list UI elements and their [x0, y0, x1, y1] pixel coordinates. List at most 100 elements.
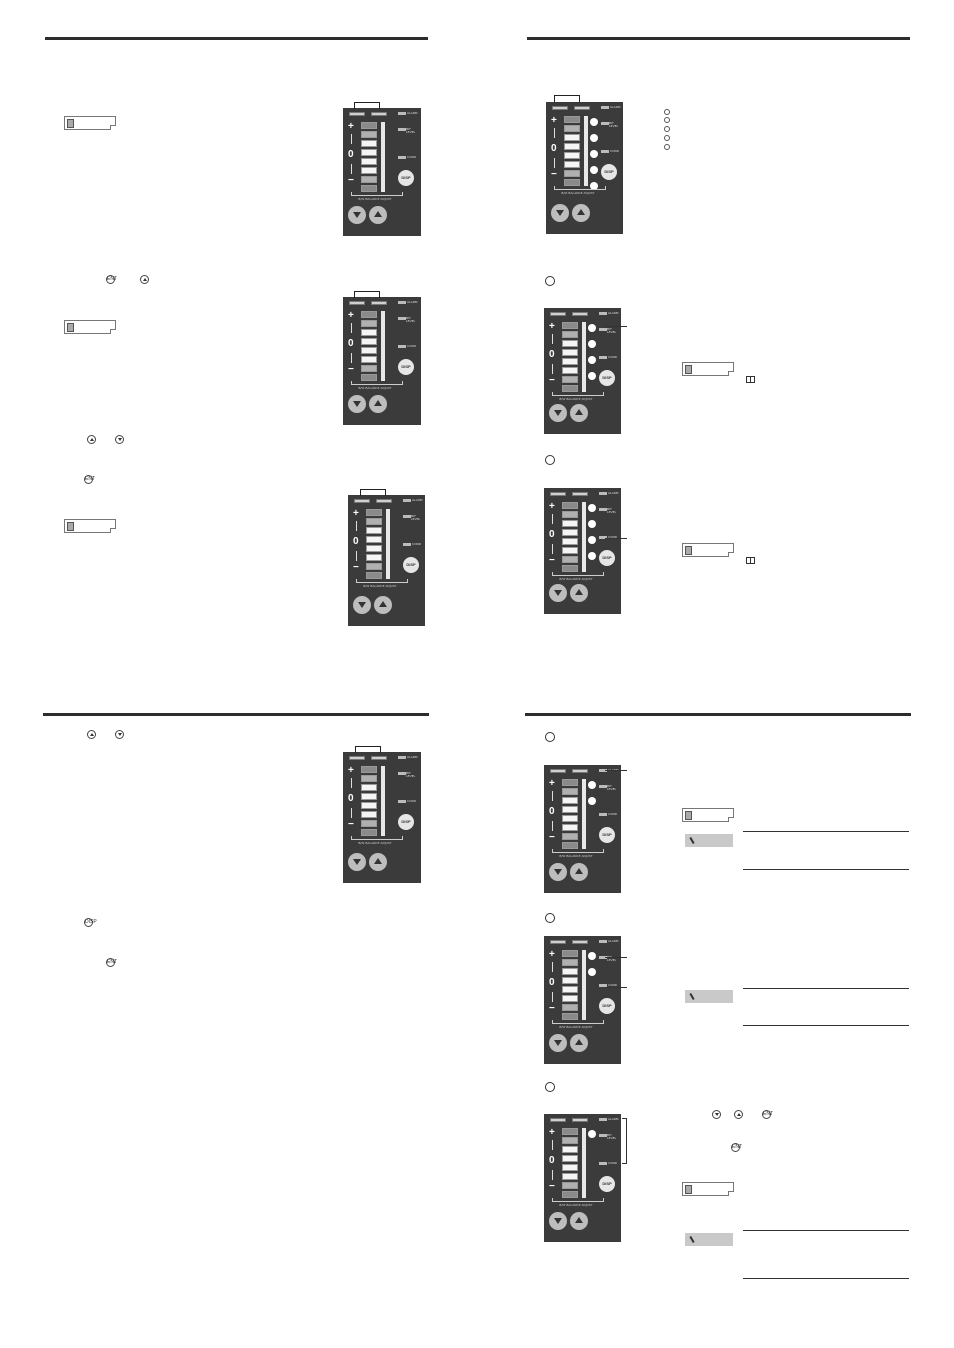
bit-level-label: BIT LEVEL [411, 514, 421, 521]
enter-button-icon: ENT [106, 275, 117, 284]
down-button[interactable] [348, 206, 366, 224]
input-select-indicator [349, 112, 365, 116]
up-button[interactable] [570, 1212, 588, 1230]
level-segment [361, 347, 377, 354]
level-segment [366, 536, 382, 543]
up-button[interactable] [369, 853, 387, 871]
down-button[interactable] [348, 853, 366, 871]
up-button[interactable] [572, 204, 590, 222]
enter-button-icon: ENT [84, 475, 95, 484]
bit-level-indicator [398, 772, 406, 775]
cond-label: COND [407, 344, 417, 348]
callout-line [605, 538, 627, 539]
bit-level-indicator [601, 122, 609, 125]
bit-level-label: BIT LEVEL [607, 1133, 617, 1140]
up-button[interactable] [570, 584, 588, 602]
zero-mark: 0 [353, 536, 359, 547]
level-segment [361, 158, 377, 165]
up-button[interactable] [570, 863, 588, 881]
level-segment [366, 545, 382, 552]
disp-button[interactable]: DISP [599, 827, 615, 843]
scale-bracket [552, 849, 604, 853]
level-needle [386, 509, 390, 579]
disp-button[interactable]: DISP [398, 814, 414, 830]
indicator-led [588, 324, 596, 332]
level-segment [361, 185, 377, 192]
enter-button-icon: ENT [731, 1143, 742, 1152]
level-segment [361, 338, 377, 345]
scale-tick [554, 158, 555, 168]
input-select-indicator [552, 106, 568, 110]
scale-bracket [351, 381, 403, 385]
up-button[interactable] [570, 1034, 588, 1052]
mode-indicator [572, 769, 588, 773]
disp-button[interactable]: DISP [403, 557, 419, 573]
bit-level-label: BIT LEVEL [406, 316, 416, 323]
level-segment [562, 565, 578, 572]
disp-button[interactable]: DISP [601, 164, 617, 180]
up-button[interactable] [369, 395, 387, 413]
cond-label: COND [407, 155, 417, 159]
indicator-led [588, 968, 596, 976]
disp-button[interactable]: DISP [398, 359, 414, 375]
cond-indicator [599, 536, 607, 539]
alarm-label: ALARM [608, 1117, 619, 1121]
indicator-led [588, 781, 596, 789]
down-button[interactable] [549, 863, 567, 881]
input-select-indicator [349, 756, 365, 760]
disp-button[interactable]: DISP [599, 998, 615, 1014]
down-button[interactable] [549, 1212, 567, 1230]
level-segment [562, 986, 578, 993]
bit-level-indicator [599, 328, 607, 331]
level-segment [562, 358, 578, 365]
level-needle [582, 950, 586, 1020]
scale-tick [351, 164, 352, 174]
minus-mark: − [348, 364, 354, 375]
down-button[interactable] [549, 404, 567, 422]
up-button[interactable] [570, 404, 588, 422]
caution-icon [685, 990, 733, 1003]
scale-tick [552, 334, 553, 344]
disp-button[interactable]: DISP [398, 170, 414, 186]
adjust-label: B/W BALANCE ADJUST [358, 386, 392, 390]
caution-rule-top [743, 1230, 909, 1231]
minus-mark: − [549, 1003, 555, 1014]
disp-button[interactable]: DISP [599, 550, 615, 566]
level-segment [562, 1128, 578, 1135]
plus-mark: + [549, 778, 555, 789]
down-button[interactable] [549, 1034, 567, 1052]
scale-tick [552, 992, 553, 1002]
cond-label: COND [608, 983, 618, 987]
bit-level-indicator [403, 515, 411, 518]
mode-indicator [572, 1118, 588, 1122]
alarm-indicator [599, 940, 607, 943]
down-button[interactable] [353, 596, 371, 614]
bit-level-indicator [599, 508, 607, 511]
bit-level-indicator [599, 956, 607, 959]
adjust-label: B/W BALANCE ADJUST [363, 584, 397, 588]
scale-bracket [554, 186, 606, 190]
minus-mark: − [549, 832, 555, 843]
minus-mark: − [353, 562, 359, 573]
indicator-led [590, 118, 598, 126]
caution-rule-bottom [743, 1278, 909, 1279]
down-button[interactable] [551, 204, 569, 222]
plus-mark: + [549, 321, 555, 332]
disp-button[interactable]: DISP [599, 370, 615, 386]
caution-icon [685, 834, 733, 847]
cond-label: COND [412, 542, 422, 546]
zero-mark: 0 [549, 977, 555, 988]
mode-indicator [572, 312, 588, 316]
alarm-label: ALARM [608, 311, 619, 315]
alarm-label: ALARM [608, 939, 619, 943]
level-segment [562, 385, 578, 392]
down-button[interactable] [348, 395, 366, 413]
adjust-label: B/W BALANCE ADJUST [559, 577, 593, 581]
adjust-label: B/W BALANCE ADJUST [559, 854, 593, 858]
up-button[interactable] [374, 596, 392, 614]
down-button[interactable] [549, 584, 567, 602]
cond-label: COND [608, 1161, 618, 1165]
disp-button[interactable]: DISP [599, 1176, 615, 1192]
up-button[interactable] [369, 206, 387, 224]
